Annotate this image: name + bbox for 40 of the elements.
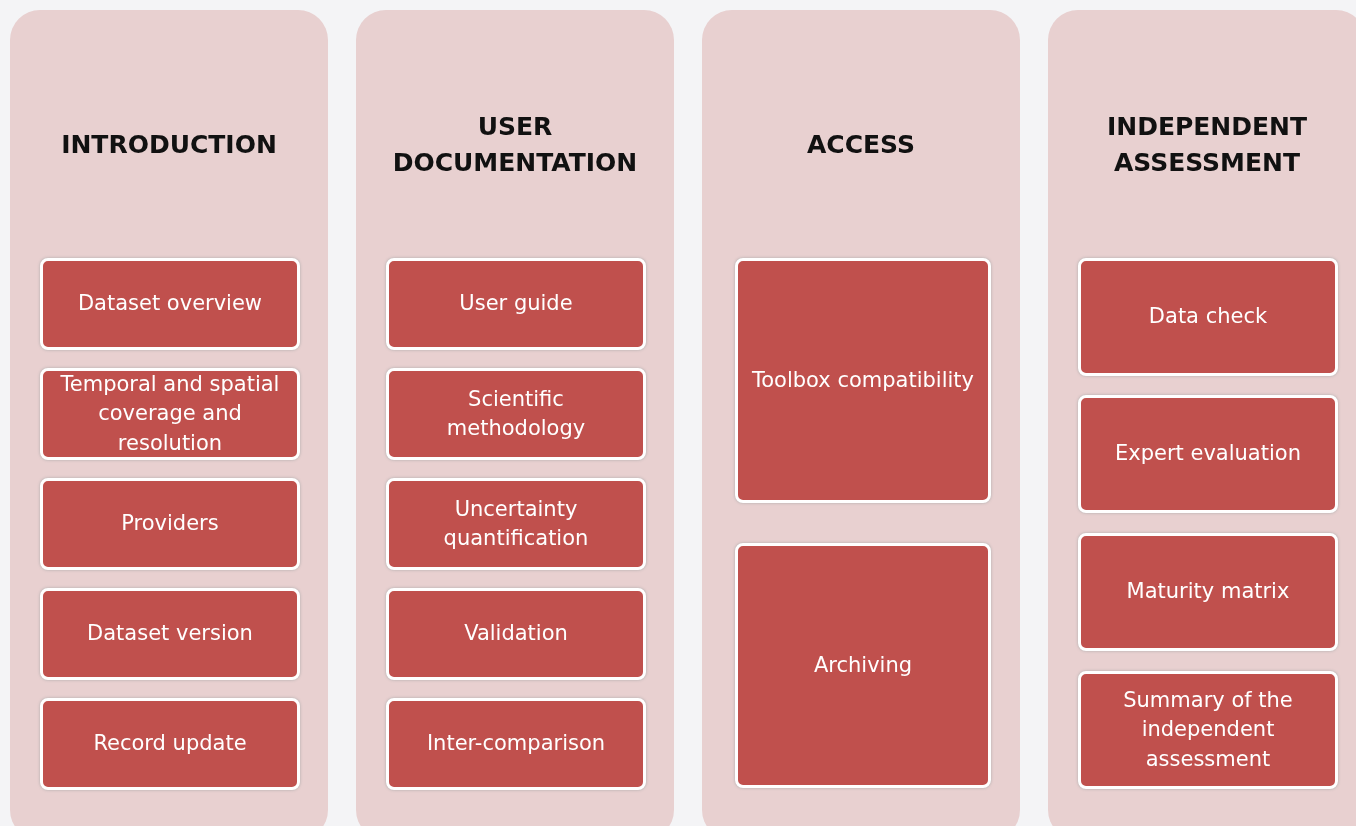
topic-box (1078, 671, 1338, 789)
topic-box (40, 478, 300, 570)
topic-box (386, 698, 646, 790)
topic-text: Toolbox compatibility (751, 366, 974, 394)
column-heading: INTRODUCTION (61, 128, 277, 161)
topic-text: Inter-comparison (426, 730, 606, 758)
topic-text: Record update (93, 730, 247, 758)
topic-box (735, 258, 991, 503)
column-panel (702, 10, 1020, 826)
topic-text: Uncertainty quantification (442, 495, 590, 552)
topic-box (40, 368, 300, 460)
column-heading: ACCESS (807, 128, 915, 161)
column-heading: INDEPENDENT ASSESSMENT (1105, 110, 1309, 179)
column-panel (1048, 10, 1356, 826)
topic-text: Temporal and spatial coverage and resolution (59, 370, 281, 457)
topic-box (40, 258, 300, 350)
topic-box (386, 478, 646, 570)
topic-box (1078, 258, 1338, 376)
topic-text: Archiving (813, 651, 913, 679)
topic-text: Expert evaluation (1115, 440, 1301, 468)
topic-box (386, 368, 646, 460)
topic-text: User guide (459, 290, 573, 318)
column-panel (356, 10, 674, 826)
topic-text: Data check (1148, 303, 1268, 331)
column-panel (10, 10, 328, 826)
column-heading: USER DOCUMENTATION (391, 110, 639, 179)
topic-box (386, 588, 646, 680)
topic-box (1078, 395, 1338, 513)
topic-text: Dataset version (87, 620, 253, 648)
topic-text: Providers (121, 510, 219, 538)
topic-box (40, 698, 300, 790)
topic-box (40, 588, 300, 680)
topic-box (386, 258, 646, 350)
topic-text: Validation (464, 620, 568, 648)
topic-text: Maturity matrix (1126, 578, 1290, 606)
topic-box (735, 543, 991, 788)
topic-text: Scientific methodology (445, 385, 587, 442)
topic-text: Summary of the independent assessment (1122, 686, 1294, 773)
topic-text: Dataset overview (77, 290, 263, 318)
topic-box (1078, 533, 1338, 651)
